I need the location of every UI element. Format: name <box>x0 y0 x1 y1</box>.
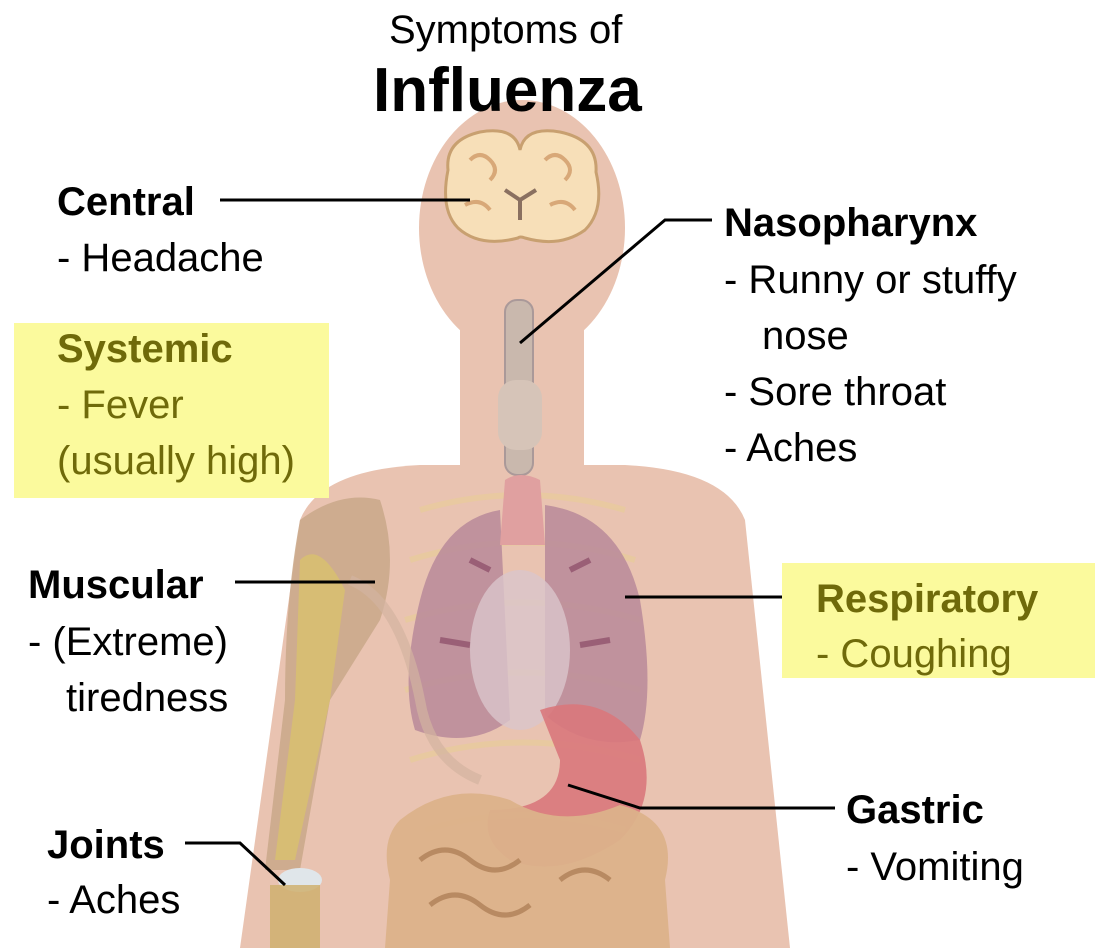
muscular-heading: Muscular <box>28 565 204 605</box>
joints-symptom-1: - Aches <box>47 880 180 920</box>
muscular-symptom-2: tiredness <box>66 678 228 718</box>
muscular-symptom-1: - (Extreme) <box>28 622 228 662</box>
systemic-symptom-1: - Fever <box>57 385 184 425</box>
nasopharynx-symptom-1: - Runny or stuffy <box>724 260 1017 300</box>
gastric-symptom-1: - Vomiting <box>846 847 1024 887</box>
nasopharynx-symptom-3: - Sore throat <box>724 372 946 412</box>
central-symptom-1: - Headache <box>57 238 264 278</box>
nasopharynx-symptom-4: - Aches <box>724 428 857 468</box>
title-line2: Influenza <box>373 60 642 122</box>
gastric-heading: Gastric <box>846 790 984 830</box>
nasopharynx-heading: Nasopharynx <box>724 203 977 243</box>
systemic-symptom-2: (usually high) <box>57 441 295 481</box>
nasopharynx-symptom-2: nose <box>762 316 849 356</box>
intestines-icon <box>385 793 670 948</box>
brain-icon <box>446 131 599 242</box>
respiratory-heading: Respiratory <box>816 579 1038 619</box>
title-line1: Symptoms of <box>389 10 622 50</box>
central-heading: Central <box>57 182 195 222</box>
respiratory-highlight: Respiratory - Coughing <box>782 563 1095 678</box>
systemic-heading: Systemic <box>57 329 233 369</box>
systemic-highlight: Systemic - Fever (usually high) <box>14 323 329 498</box>
joints-heading: Joints <box>47 825 165 865</box>
respiratory-symptom-1: - Coughing <box>816 634 1012 674</box>
